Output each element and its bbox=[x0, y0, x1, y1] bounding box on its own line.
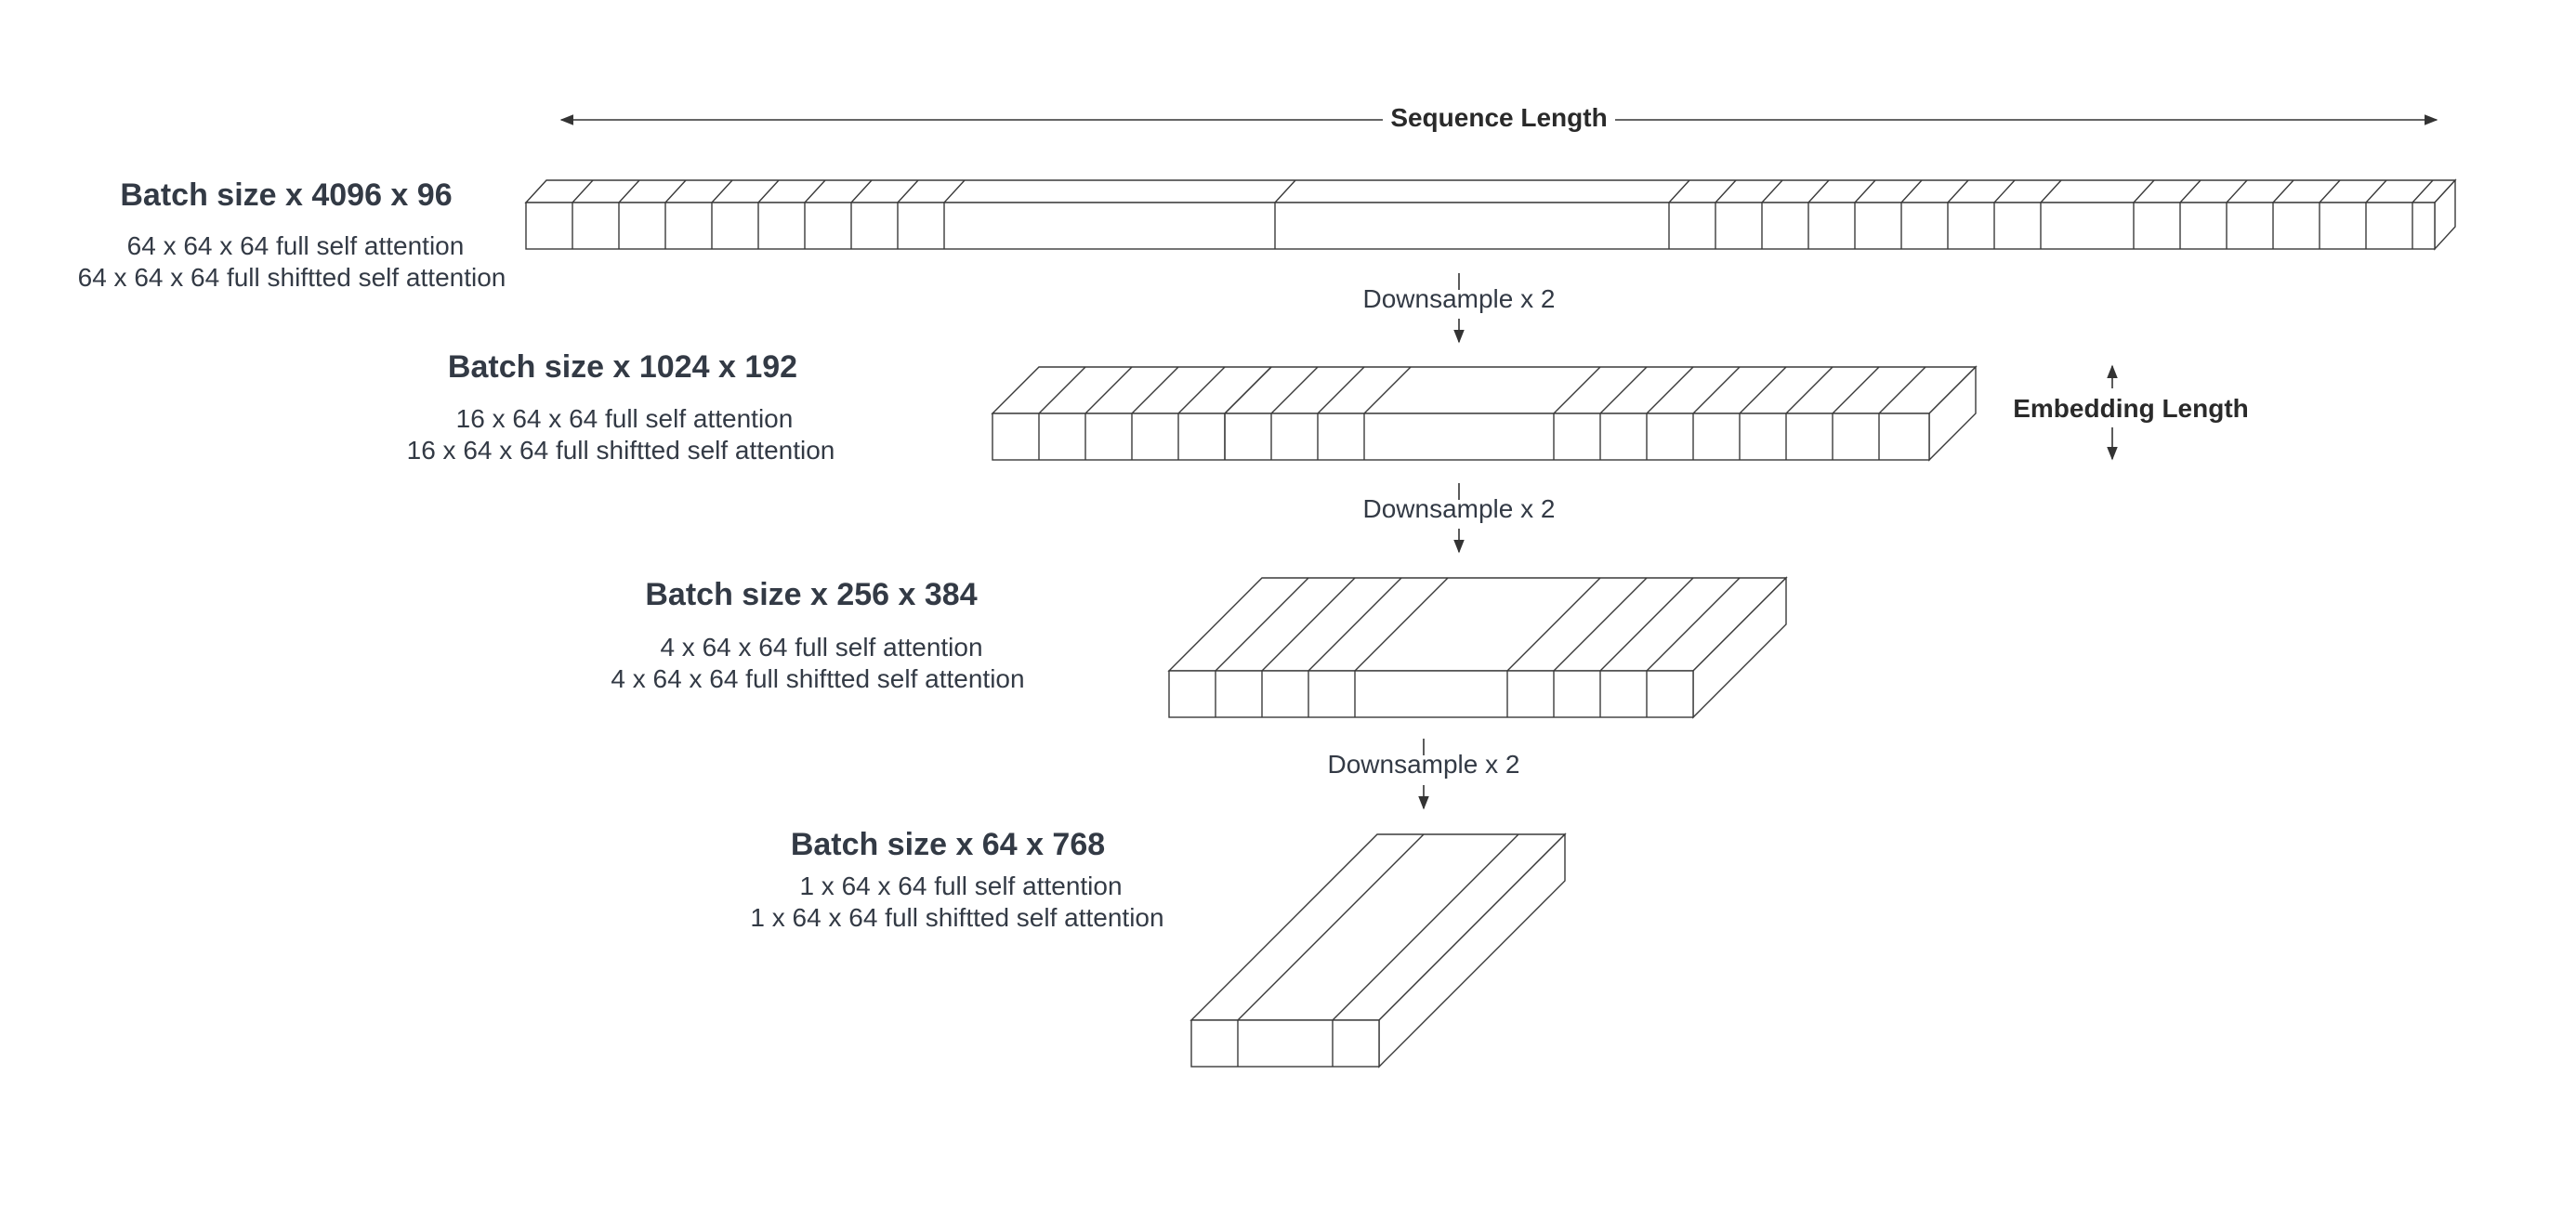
token-top-edge bbox=[2319, 179, 2341, 203]
stage-3-shifted-attention: 4 x 64 x 64 full shiftted self attention bbox=[611, 664, 1024, 693]
token-top-edge bbox=[1237, 833, 1425, 1021]
token-top-edge bbox=[572, 179, 594, 203]
block-front-face bbox=[992, 413, 1930, 461]
stage-4-attention: 1 x 64 x 64 full self attention bbox=[799, 872, 1122, 900]
sequence-length-axis: Sequence Length bbox=[559, 103, 2438, 132]
token-top-edge bbox=[1274, 179, 1296, 203]
downsample-1-label: Downsample x 2 bbox=[1363, 284, 1556, 313]
token-top-edge bbox=[1854, 179, 1876, 203]
token-top-edge bbox=[1354, 577, 1449, 672]
token-top-edge bbox=[1084, 366, 1133, 414]
stage-1: Batch size x 4096 x 96 64 x 64 x 64 full… bbox=[78, 177, 2457, 292]
token-top-edge bbox=[1224, 366, 1272, 414]
token-top-edge bbox=[1599, 366, 1648, 414]
stage-1-attention: 64 x 64 x 64 full self attention bbox=[127, 231, 465, 260]
stage-4: Batch size x 64 x 768 1 x 64 x 64 full s… bbox=[750, 827, 1567, 1068]
token-top-edge bbox=[1715, 179, 1737, 203]
stage-3-attention: 4 x 64 x 64 full self attention bbox=[660, 633, 982, 662]
token-top-edge bbox=[2040, 179, 2062, 203]
stage-2-shifted-attention: 16 x 64 x 64 full shiftted self attentio… bbox=[407, 436, 835, 465]
stage-1-token-block bbox=[524, 178, 2457, 251]
token-top-edge bbox=[2365, 179, 2387, 203]
token-top-edge bbox=[1363, 366, 1412, 414]
stage-2-title: Batch size x 1024 x 192 bbox=[448, 349, 797, 385]
token-top-edge bbox=[1993, 179, 2016, 203]
token-top-edge bbox=[2412, 179, 2434, 203]
token-top-edge bbox=[1832, 366, 1880, 414]
stage-2-token-block bbox=[991, 365, 1978, 462]
token-top-edge bbox=[1599, 577, 1694, 672]
token-top-edge bbox=[1317, 366, 1365, 414]
downsample-3: Downsample x 2 bbox=[1328, 739, 1520, 810]
block-front-face bbox=[1168, 670, 1694, 718]
token-top-edge bbox=[1878, 366, 1926, 414]
stage-4-token-block bbox=[1189, 832, 1567, 1068]
stage-3-title: Batch size x 256 x 384 bbox=[645, 577, 977, 612]
stage-2-attention: 16 x 64 x 64 full self attention bbox=[456, 404, 794, 433]
stage-1-title: Batch size x 4096 x 96 bbox=[120, 177, 452, 213]
token-top-edge bbox=[1308, 577, 1402, 672]
token-top-edge bbox=[1215, 577, 1309, 672]
downsample-2: Downsample x 2 bbox=[1363, 483, 1556, 554]
token-top-edge bbox=[804, 179, 826, 203]
token-top-edge bbox=[2226, 179, 2248, 203]
stage-1-shifted-attention: 64 x 64 x 64 full shiftted self attentio… bbox=[78, 263, 506, 292]
downsample-2-label: Downsample x 2 bbox=[1363, 494, 1556, 523]
token-top-edge bbox=[897, 179, 919, 203]
token-top-edge bbox=[1270, 366, 1319, 414]
token-top-edge bbox=[850, 179, 873, 203]
token-top-edge bbox=[1553, 577, 1648, 672]
token-top-edge bbox=[1553, 366, 1601, 414]
token-top-edge bbox=[1177, 366, 1226, 414]
token-top-edge bbox=[1785, 366, 1833, 414]
downsample-1: Downsample x 2 bbox=[1363, 273, 1556, 344]
token-top-edge bbox=[2133, 179, 2155, 203]
token-top-edge bbox=[2179, 179, 2201, 203]
token-top-edge bbox=[1332, 833, 1519, 1021]
stage-3: Batch size x 256 x 384 4 x 64 x 64 full … bbox=[611, 576, 1788, 719]
stage-4-shifted-attention: 1 x 64 x 64 full shiftted self attention bbox=[750, 903, 1163, 932]
token-top-edge bbox=[664, 179, 687, 203]
token-top-edge bbox=[1739, 366, 1787, 414]
sequence-length-label: Sequence Length bbox=[1390, 103, 1607, 132]
token-top-edge bbox=[1900, 179, 1923, 203]
token-top-edge bbox=[1506, 577, 1601, 672]
downsample-3-label: Downsample x 2 bbox=[1328, 750, 1520, 779]
stage-4-title: Batch size x 64 x 768 bbox=[791, 827, 1105, 862]
token-top-edge bbox=[1947, 179, 1969, 203]
token-top-edge bbox=[1038, 366, 1086, 414]
stage-3-token-block bbox=[1167, 576, 1788, 719]
token-top-edge bbox=[757, 179, 780, 203]
token-top-edge bbox=[2272, 179, 2294, 203]
token-top-edge bbox=[711, 179, 733, 203]
token-top-edge bbox=[1668, 179, 1690, 203]
token-top-edge bbox=[618, 179, 640, 203]
token-top-edge bbox=[1761, 179, 1783, 203]
token-top-edge bbox=[1646, 577, 1741, 672]
embedding-length-axis: Embedding Length bbox=[2013, 364, 2249, 461]
token-top-edge bbox=[1692, 366, 1741, 414]
token-top-edge bbox=[1261, 577, 1356, 672]
token-top-edge bbox=[1131, 366, 1179, 414]
token-top-edge bbox=[1646, 366, 1694, 414]
embedding-length-label: Embedding Length bbox=[2013, 394, 2249, 423]
block-top-face bbox=[991, 366, 1978, 414]
token-top-edge bbox=[943, 179, 966, 203]
token-top-edge bbox=[1807, 179, 1830, 203]
stage-2: Batch size x 1024 x 192 16 x 64 x 64 ful… bbox=[407, 349, 1978, 465]
block-front-face bbox=[525, 202, 2436, 250]
block-front-face bbox=[1190, 1019, 1380, 1068]
